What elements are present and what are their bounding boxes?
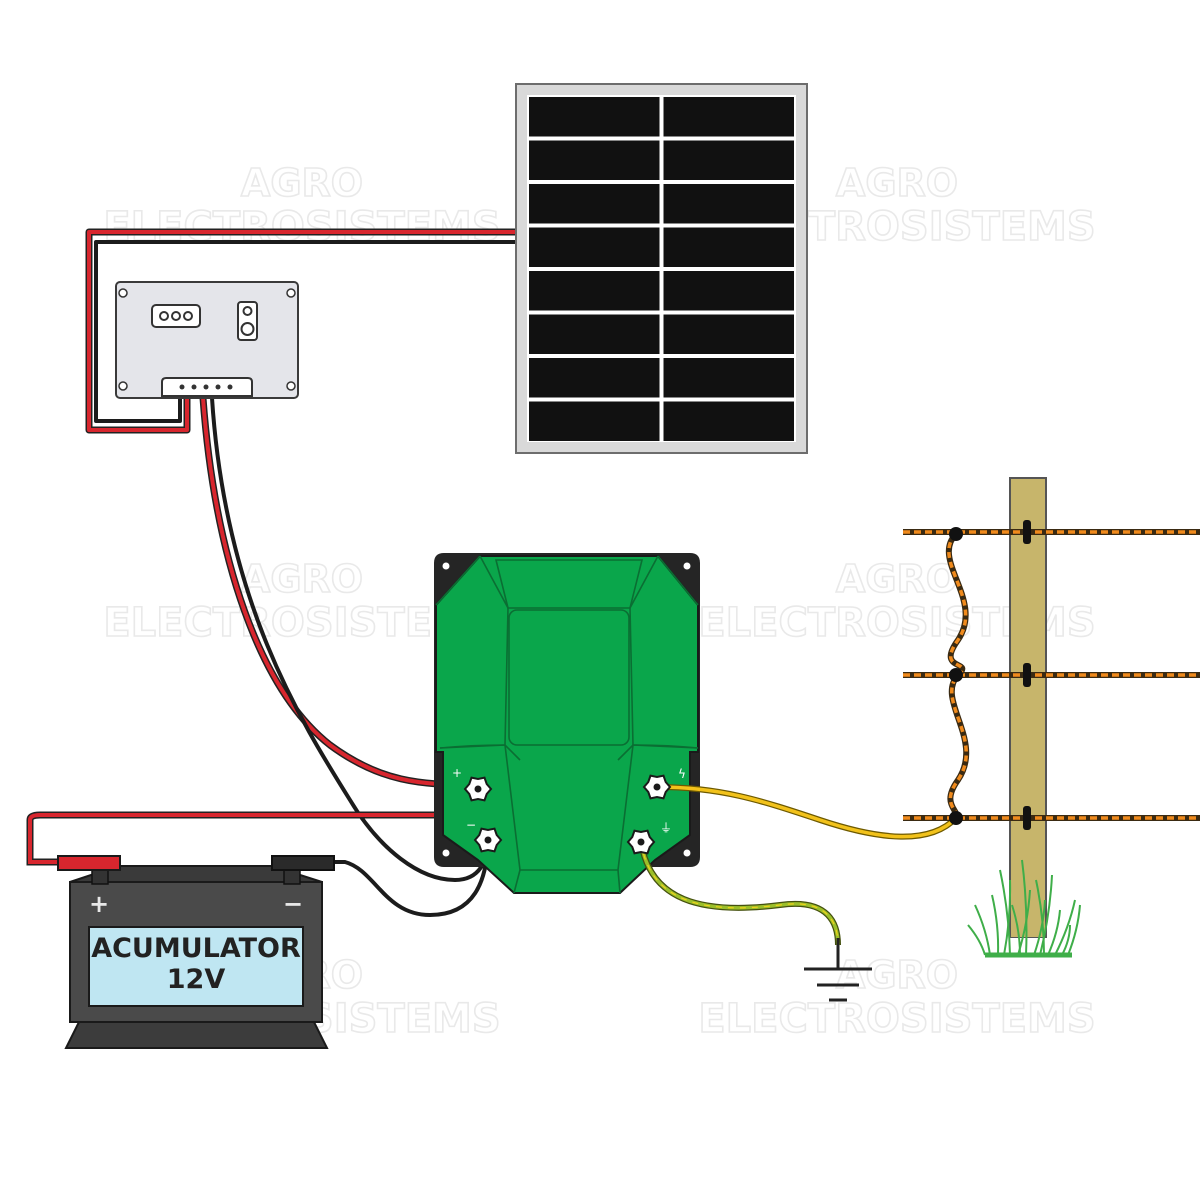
solar-panel [515, 83, 808, 454]
solar-cell [529, 184, 660, 224]
battery: + − ACUMULATOR 12V [57, 855, 335, 1049]
solar-cell [529, 271, 660, 311]
terminal-plus-symbol: + [452, 766, 462, 780]
watermark-line1: AGRO [836, 557, 958, 601]
solar-cell [663, 358, 794, 398]
solar-cell [663, 97, 794, 137]
watermark-line1: AGRO [241, 161, 363, 205]
grass-blade [991, 894, 1000, 956]
watermark-line1: AGRO [836, 161, 958, 205]
solar-cell [529, 97, 660, 137]
grass-blade [1047, 909, 1061, 956]
terminal-plus [463, 776, 493, 802]
solar-wires [85, 228, 518, 434]
terminal-minus-symbol: − [466, 818, 476, 832]
battery-positive-clamp [57, 855, 121, 871]
controller-switch [237, 301, 258, 341]
grass-blade [1003, 879, 1012, 956]
grass-blade [1011, 904, 1021, 956]
solar-negative-wire [94, 240, 518, 423]
terminal-minus [473, 827, 503, 853]
solar-cell [663, 184, 794, 224]
terminal-fence-symbol: ϟ [678, 767, 686, 781]
earth-wire [638, 841, 841, 946]
ground-symbol-icon [804, 938, 872, 1002]
insulator [1023, 806, 1031, 830]
terminal-earth [626, 829, 656, 855]
grass-blade [1054, 899, 1076, 956]
solar-cell [529, 358, 660, 398]
insulator [1023, 663, 1031, 687]
battery-plus-symbol: + [89, 890, 109, 918]
wire-connector [949, 527, 963, 541]
wire-connector [949, 668, 963, 682]
terminal-earth-symbol: ⏚ [660, 821, 672, 835]
grass-blade [1033, 899, 1046, 956]
battery-label-line2: 12V [167, 964, 226, 995]
battery-positive-wire [28, 792, 480, 864]
terminal-fence [642, 774, 672, 800]
solar-cell [663, 271, 794, 311]
charge-controller [115, 281, 299, 399]
controller-negative-wire [210, 397, 490, 883]
solar-cell [663, 314, 794, 354]
grass-blade [1035, 879, 1045, 956]
wire-connector [949, 811, 963, 825]
watermark-line1: AGRO [241, 557, 363, 601]
solar-cells [529, 97, 794, 441]
grass-blade [1021, 859, 1028, 956]
grass-blade [967, 924, 986, 956]
solar-cell [529, 314, 660, 354]
solar-cell [529, 401, 660, 441]
solar-cell [529, 227, 660, 267]
battery-wires [26, 792, 490, 918]
grass-blade [999, 869, 1011, 956]
grass-blade [1067, 904, 1081, 956]
battery-minus-symbol: − [283, 890, 303, 918]
grass-blade [974, 904, 991, 956]
solar-positive-wire [87, 230, 518, 432]
solar-cell [529, 140, 660, 180]
solar-cell [663, 227, 794, 267]
watermark-line1: AGRO [836, 953, 958, 997]
battery-negative-wire [318, 844, 490, 918]
fence-energizer: + − ϟ ⏚ [434, 553, 700, 894]
controller-terminal-block [161, 377, 253, 397]
solar-cell [663, 401, 794, 441]
battery-negative-clamp [271, 855, 335, 871]
energizer-terminals [463, 774, 672, 855]
insulator [1023, 520, 1031, 544]
fence-output-wire [656, 784, 959, 840]
fence-post [1009, 477, 1047, 939]
grass [967, 859, 1081, 958]
battery-label-line1: ACUMULATOR [91, 933, 301, 964]
grass-blade [1061, 924, 1071, 956]
fence-wires [903, 520, 1200, 830]
solar-cell [663, 140, 794, 180]
watermark-line2: ELECTROSISTEMS [698, 996, 1095, 1042]
grass-blade [1039, 874, 1053, 956]
controller-led-indicator [151, 304, 201, 328]
controller-output-wires [199, 397, 490, 883]
